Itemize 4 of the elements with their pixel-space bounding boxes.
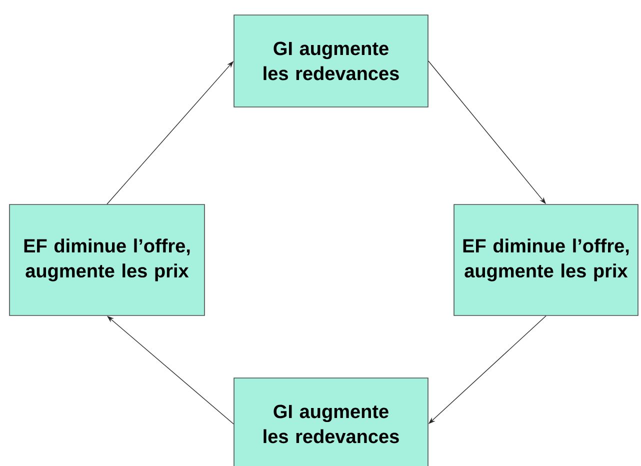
process-box: GI augmente les redevances: [234, 378, 428, 466]
process-box: EF diminue l’offre, augmente les prix: [9, 204, 205, 316]
process-box: EF diminue l’offre, augmente les prix: [454, 204, 638, 316]
process-box: GI augmente les redevances: [234, 14, 428, 108]
